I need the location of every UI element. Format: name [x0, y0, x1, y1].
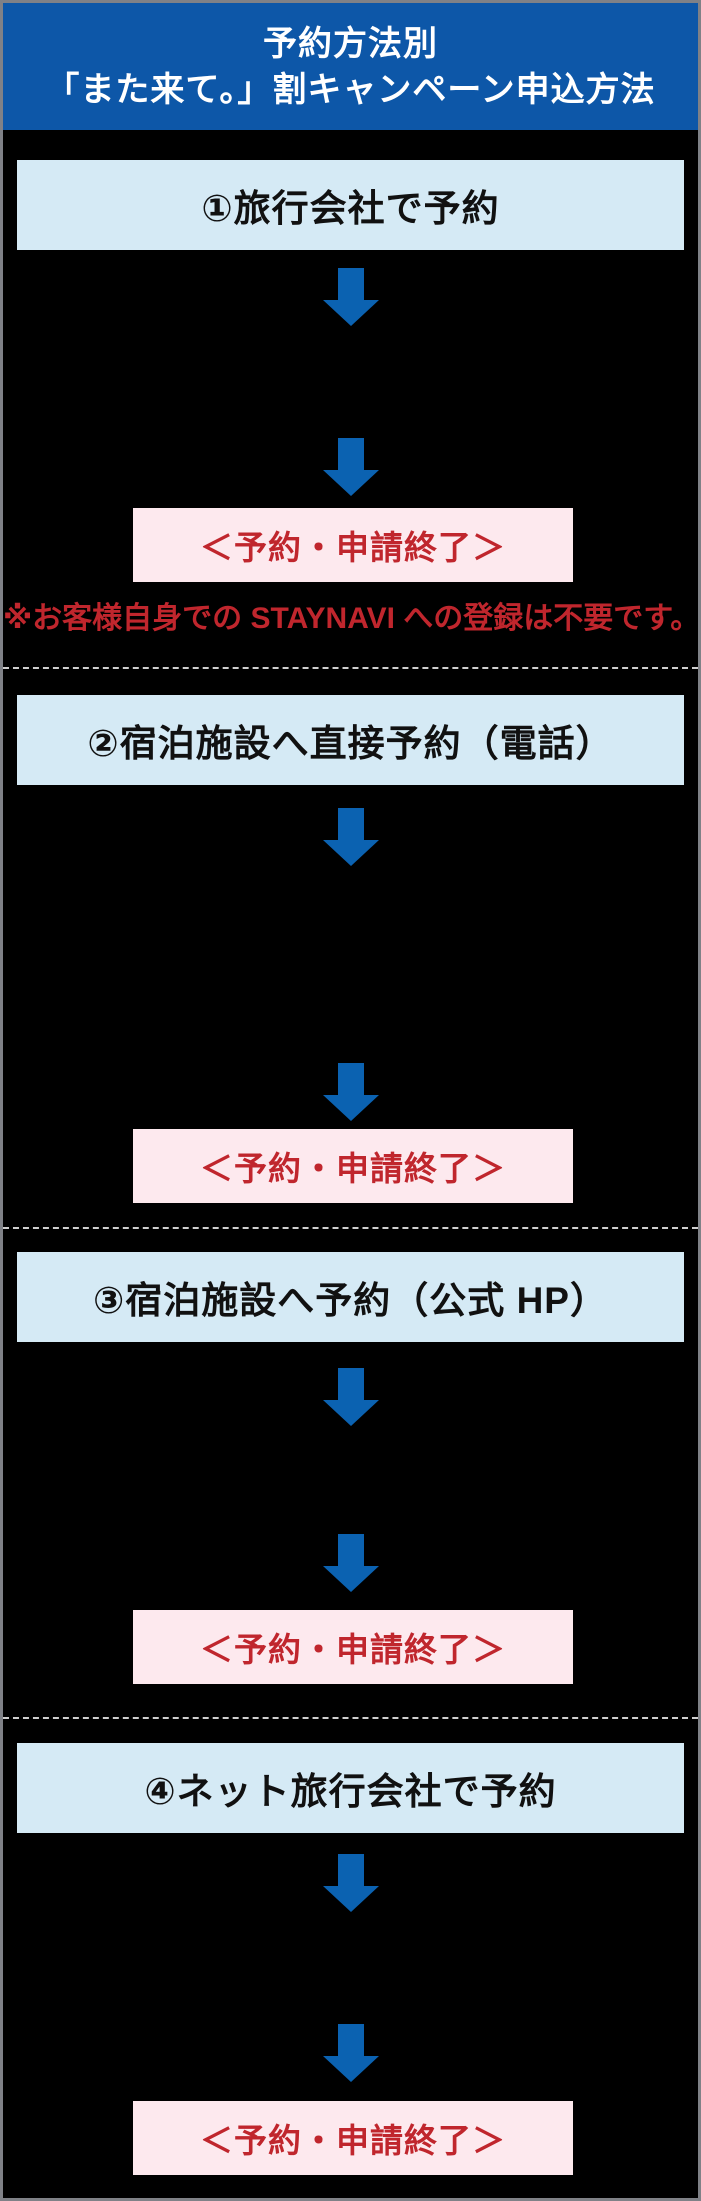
- staynavi-note: ※お客様自身での STAYNAVI への登録は不要です。: [3, 602, 701, 635]
- method-box-2: ②宿泊施設へ直接予約（電話）: [17, 695, 684, 785]
- flow-poster-inner: 予約方法別 「また来て。」割キャンペーン申込方法 ①旅行会社で予約 ＜予約・申請…: [3, 3, 698, 2198]
- down-arrow-icon: [322, 808, 379, 866]
- section-divider: [3, 1227, 698, 1229]
- method-box-1: ①旅行会社で予約: [17, 160, 684, 250]
- result-box-4-label: ＜予約・申請終了＞: [200, 2122, 506, 2159]
- down-arrow-icon: [322, 438, 379, 496]
- method-box-1-label: ①旅行会社で予約: [201, 188, 500, 229]
- down-arrow-icon: [322, 268, 379, 326]
- down-arrow-icon: [322, 2024, 379, 2082]
- poster-title: 予約方法別 「また来て。」割キャンペーン申込方法: [3, 3, 698, 130]
- method-box-3-label: ③宿泊施設へ予約（公式 HP）: [92, 1280, 608, 1321]
- result-box-3: ＜予約・申請終了＞: [133, 1610, 573, 1684]
- result-box-4: ＜予約・申請終了＞: [133, 2101, 573, 2175]
- method-box-4-label: ④ネット旅行会社で予約: [144, 1771, 557, 1812]
- down-arrow-icon: [322, 1368, 379, 1426]
- down-arrow-icon: [322, 1534, 379, 1592]
- result-box-1-label: ＜予約・申請終了＞: [200, 529, 506, 566]
- result-box-2-label: ＜予約・申請終了＞: [200, 1150, 506, 1187]
- section-divider: [3, 667, 698, 669]
- result-box-1: ＜予約・申請終了＞: [133, 508, 573, 582]
- section-divider: [3, 1717, 698, 1719]
- result-box-3-label: ＜予約・申請終了＞: [200, 1631, 506, 1668]
- method-box-4: ④ネット旅行会社で予約: [17, 1743, 684, 1833]
- down-arrow-icon: [322, 1854, 379, 1912]
- down-arrow-icon: [322, 1063, 379, 1121]
- method-box-3: ③宿泊施設へ予約（公式 HP）: [17, 1252, 684, 1342]
- poster-title-line1: 予約方法別: [263, 24, 438, 63]
- result-box-2: ＜予約・申請終了＞: [133, 1129, 573, 1203]
- method-box-2-label: ②宿泊施設へ直接予約（電話）: [87, 723, 614, 764]
- poster-title-line2: 「また来て。」割キャンペーン申込方法: [45, 70, 656, 109]
